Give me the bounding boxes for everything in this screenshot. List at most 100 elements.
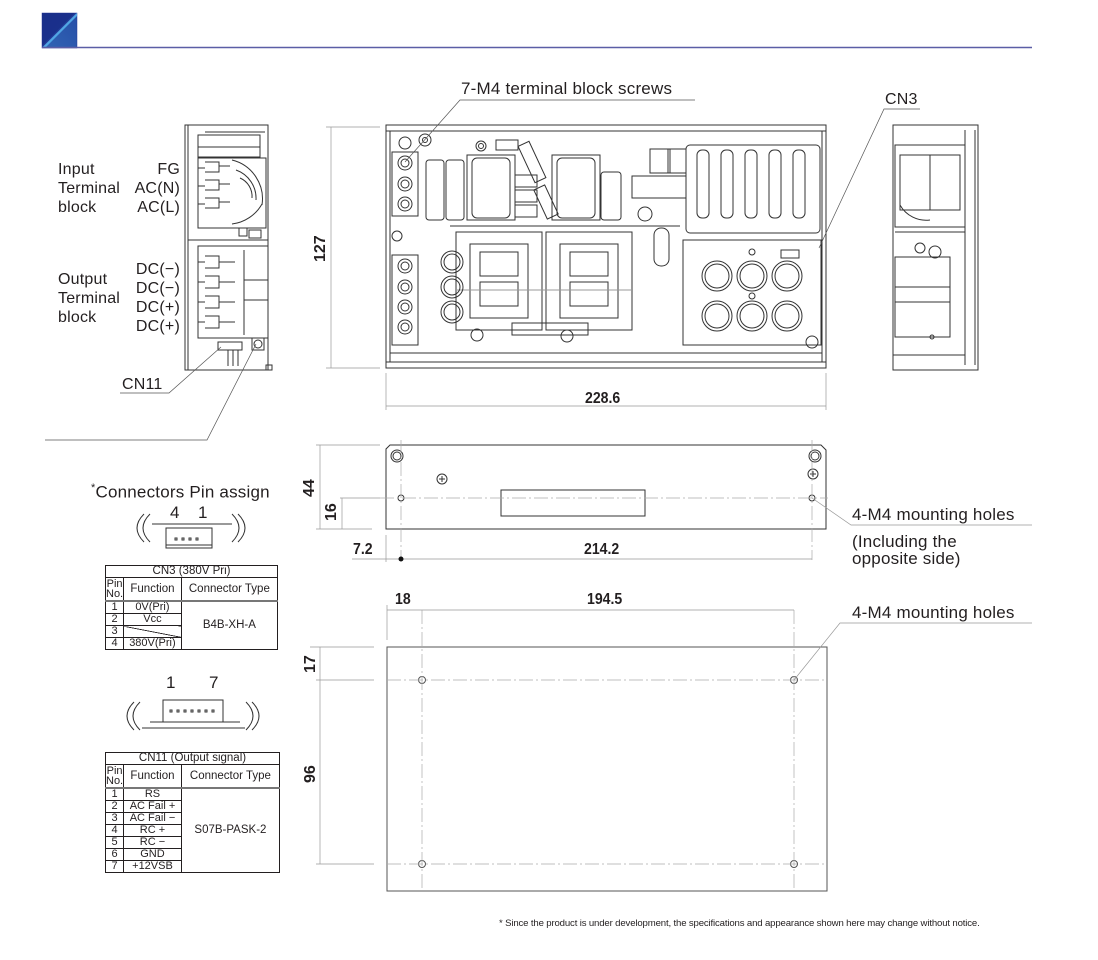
cn3-connector-drawing: [136, 513, 246, 549]
cn11-function: RS: [123, 787, 182, 801]
footnote: * Since the product is under development…: [499, 918, 980, 929]
connectors-title: *Connectors Pin assign: [91, 479, 270, 502]
top-view-dimensions: [326, 126, 827, 410]
cn11-pin: 2: [104, 800, 125, 813]
cn11-connector-type: S07B-PASK-2: [180, 787, 281, 873]
dim-side-hole-pitch: 214.2: [584, 541, 620, 558]
side-view-centerlines: [380, 440, 828, 560]
cn11-function: RC −: [123, 836, 182, 849]
cn3-col-pin-line2: No.: [106, 588, 124, 600]
side-mounting-holes-note-2: opposite side): [852, 549, 961, 568]
output-terminal-label-3: block: [58, 309, 97, 326]
cn3-col-type: Connector Type: [180, 577, 279, 602]
side-mounting-holes-callout: 4-M4 mounting holes: [852, 505, 1015, 524]
cn3-col-function: Function: [123, 577, 182, 602]
connectors-title-mark: *: [91, 482, 96, 494]
output-terminal-label-1: Output: [58, 271, 108, 288]
cn11-col-function: Function: [123, 764, 182, 789]
cn11-function: AC Fail +: [123, 800, 182, 813]
cn11-table-caption: CN11 (Output signal): [105, 752, 280, 765]
cn3-leader: [818, 108, 920, 249]
cn11-pin-number-right: 7: [209, 673, 219, 692]
input-pin-acn: AC(N): [134, 180, 180, 197]
cn3-function: Vcc: [123, 613, 182, 626]
end-view-opposite-side: [892, 124, 979, 371]
cn11-pin: 7: [104, 860, 125, 873]
cn11-pin: 6: [104, 848, 125, 861]
cn11-function: RC +: [123, 824, 182, 837]
cn11-col-pin-line1: Pin: [106, 765, 123, 777]
header-badge-icon: [41, 12, 78, 49]
cn11-pin: 1: [104, 787, 125, 801]
end-view-terminal-side: [184, 124, 273, 371]
table-row: 7+12VSB: [104, 860, 280, 873]
side-origin-dot: [398, 556, 404, 562]
input-terminal-label-2: Terminal: [58, 180, 121, 197]
output-pin-dc-pos-1: DC(+): [135, 299, 180, 316]
cn11-connector-drawing: [126, 699, 260, 731]
cn11-pin: 3: [104, 812, 125, 825]
cn11-pin: 5: [104, 836, 125, 849]
cn11-function: GND: [123, 848, 182, 861]
side-view-dimensions: [316, 444, 1032, 562]
dim-side-hole-height: 16: [323, 503, 340, 521]
top-view-pcb: [385, 124, 827, 369]
cn3-pin-number-right: 1: [198, 503, 208, 522]
cn11-col-pin-line2: No.: [106, 775, 124, 787]
output-pin-dc-neg-1: DC(−): [135, 261, 180, 278]
input-terminal-label-1: Input: [58, 161, 95, 178]
cn11-callout: CN11: [122, 376, 163, 393]
dim-side-height: 44: [301, 479, 318, 497]
table-row: 3: [104, 625, 278, 638]
cn3-col-pin-line1: Pin: [106, 578, 123, 590]
side-view: [385, 444, 827, 530]
dim-top-width: 228.6: [585, 390, 621, 407]
input-pin-fg: FG: [157, 161, 180, 178]
cn3-function: 0V(Pri): [123, 600, 182, 614]
dim-bottom-offset-y: 17: [302, 655, 319, 673]
cn3-callout: CN3: [885, 91, 918, 108]
dim-bottom-pitch-y: 96: [302, 765, 319, 783]
cn11-leader: [45, 343, 257, 441]
dim-bottom-pitch-x: 194.5: [587, 591, 623, 608]
cn11-function: AC Fail −: [123, 812, 182, 825]
side-mounting-holes-note-1: (Including the: [852, 532, 957, 551]
cn3-table-caption: CN3 (380V Pri): [105, 565, 278, 578]
cn11-pin-number-left: 1: [166, 673, 176, 692]
output-pin-dc-pos-2: DC(+): [135, 318, 180, 335]
bottom-view-centerlines: [387, 610, 827, 891]
input-pin-acl: AC(L): [137, 199, 180, 216]
bottom-view: [386, 646, 828, 892]
cn11-function: +12VSB: [123, 860, 182, 873]
cn3-pin: 1: [104, 600, 125, 614]
cn3-connector-type: B4B-XH-A: [180, 600, 279, 650]
cn11-col-type: Connector Type: [180, 764, 281, 789]
output-terminal-label-2: Terminal: [58, 290, 121, 307]
dim-top-height: 127: [312, 235, 329, 262]
terminal-screws-leader: [404, 99, 695, 163]
input-terminal-label-3: block: [58, 199, 97, 216]
terminal-screws-callout: 7-M4 terminal block screws: [461, 79, 673, 98]
cn11-pin: 4: [104, 824, 125, 837]
cn3-pin: 4: [104, 637, 125, 650]
cn3-pin: 3: [104, 625, 125, 638]
output-pin-dc-neg-2: DC(−): [135, 280, 180, 297]
bottom-view-dimensions: [310, 605, 1032, 865]
cn3-function: 380V(Pri): [123, 637, 182, 650]
connectors-title-text: Connectors Pin assign: [95, 482, 270, 502]
cn3-pin: 2: [104, 613, 125, 626]
bottom-mounting-holes-callout: 4-M4 mounting holes: [852, 603, 1015, 622]
dim-bottom-offset-x: 18: [395, 591, 411, 608]
dim-side-offset: 7.2: [353, 541, 373, 558]
cn3-function-empty: [123, 625, 182, 638]
